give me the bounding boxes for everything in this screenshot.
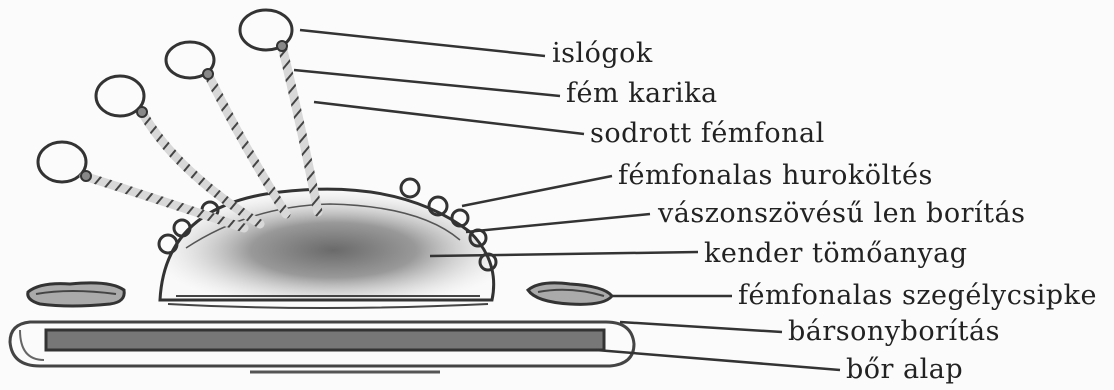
label-hemp-filling: kender tömőanyag bbox=[704, 240, 968, 267]
label-linen-cover: vászonszövésű len borítás bbox=[658, 200, 1025, 227]
leather-base-shape bbox=[46, 330, 604, 350]
dome-shape bbox=[160, 189, 494, 308]
label-twisted-thread: sodrott fémfonal bbox=[590, 120, 825, 147]
label-loop-stitch: fémfonalas huroköltés bbox=[618, 162, 933, 189]
label-metal-ring: fém karika bbox=[566, 80, 718, 107]
label-leather-base: bőr alap bbox=[846, 356, 963, 383]
label-loops: islógok bbox=[552, 40, 653, 67]
label-velvet-cover: bársonyborítás bbox=[788, 318, 1000, 345]
twisted-thread-shapes bbox=[84, 46, 318, 228]
label-edge-lace: fémfonalas szegélycsipke bbox=[738, 282, 1097, 309]
